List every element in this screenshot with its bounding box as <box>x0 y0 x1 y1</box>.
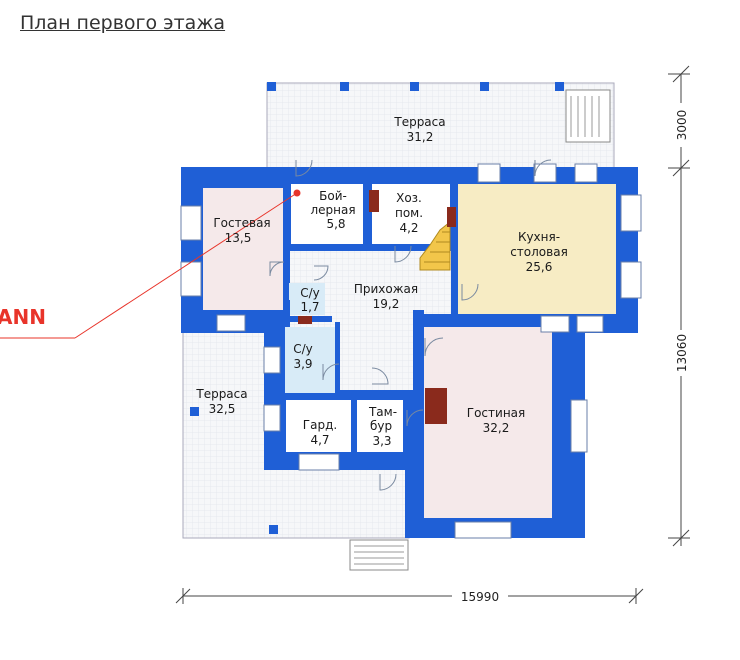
boiler-label-1: Бой- <box>319 189 347 203</box>
hall-area: 19,2 <box>373 297 400 311</box>
wc2-area: 3,9 <box>293 357 312 371</box>
brand-pointer-dot <box>293 189 301 197</box>
storage-label-1: Хоз. <box>396 191 422 205</box>
kitchen-area: 25,6 <box>526 260 553 274</box>
wc1-label: С/у <box>300 286 320 300</box>
kitchen-chimney <box>447 207 456 227</box>
inner-staircase <box>419 220 451 271</box>
boiler-floor <box>291 184 363 244</box>
wc2-label: С/у <box>293 342 313 356</box>
dim-height-main-bg <box>673 330 689 376</box>
terrace-posts <box>190 82 564 534</box>
dim-height-top: 3000 <box>675 110 689 141</box>
brand-logo: ANN <box>0 305 46 329</box>
boiler-label-2: лерная <box>310 203 355 217</box>
kitchen-label-2: столовая <box>510 245 568 259</box>
kitchen-floor <box>458 184 616 314</box>
terrace-top-floor <box>266 82 615 169</box>
hall-floor-lower <box>340 310 413 390</box>
vestibule-floor <box>357 400 403 452</box>
page-title: План первого этажа <box>20 12 226 34</box>
wardrobe-area: 4,7 <box>310 433 329 447</box>
guest-room-floor <box>203 188 283 310</box>
dimension-lines <box>175 65 690 604</box>
boiler-area: 5,8 <box>326 217 345 231</box>
door-swings <box>269 159 552 491</box>
storage-area: 4,2 <box>399 221 418 235</box>
entrance-stairs <box>349 539 409 571</box>
fireplace <box>425 388 447 424</box>
terrace-left-label: Терраса <box>195 387 247 401</box>
living-area: 32,2 <box>483 421 510 435</box>
vestibule-label-2: бур <box>370 419 392 433</box>
wc1-floor <box>289 283 325 315</box>
wc2-floor <box>285 327 335 393</box>
guest-area: 13,5 <box>225 231 252 245</box>
dim-width-bg <box>452 588 508 604</box>
vestibule-area: 3,3 <box>372 434 391 448</box>
terrace-stairs-top <box>565 89 611 143</box>
boiler-chimney <box>369 190 379 212</box>
hall-label: Прихожая <box>354 282 418 296</box>
dim-height-main: 13060 <box>675 334 689 372</box>
terrace-left-area: 32,5 <box>209 402 236 416</box>
kitchen-label-1: Кухня- <box>518 230 560 244</box>
living-label: Гостиная <box>467 406 525 420</box>
terrace-top-label: Терраса <box>393 115 445 129</box>
dim-height-top-bg <box>673 103 689 147</box>
dim-width: 15990 <box>461 590 499 604</box>
guest-label: Гостевая <box>213 216 270 230</box>
wardrobe-floor <box>286 400 351 452</box>
wc-vent <box>298 316 312 324</box>
storage-label-2: пом. <box>395 206 423 220</box>
brand-leader-diagonal <box>74 192 298 339</box>
terrace-top-area: 31,2 <box>407 130 434 144</box>
windows <box>180 163 642 539</box>
wardrobe-label: Гард. <box>303 418 337 432</box>
vestibule-label-1: Там- <box>368 405 397 419</box>
wc1-area: 1,7 <box>300 300 319 314</box>
